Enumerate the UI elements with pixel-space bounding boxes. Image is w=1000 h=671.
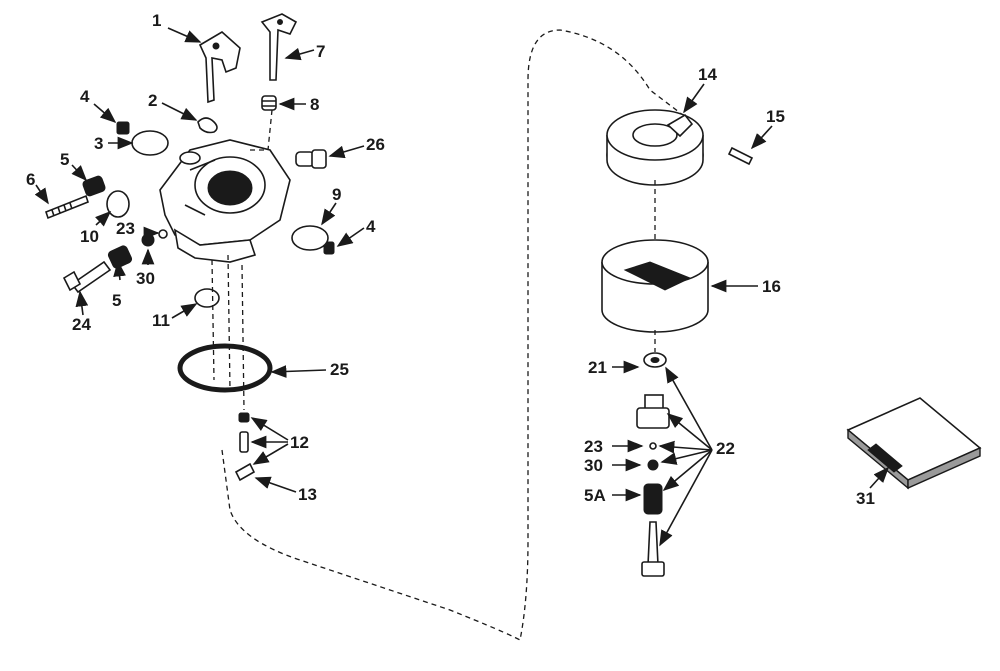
callout-5-top: 5: [60, 150, 69, 169]
float-bowl-part: [601, 239, 709, 333]
callout-10: 10: [80, 227, 99, 246]
choke-plate-screw-part: [323, 241, 335, 255]
callout-13: 13: [298, 485, 317, 504]
main-adjust-screw-part: [62, 260, 112, 294]
throttle-plate-part: [131, 130, 169, 156]
callout-15: 15: [766, 107, 785, 126]
float-pin-part: [727, 146, 754, 166]
callout-4-right: 4: [366, 217, 376, 236]
callout-11: 11: [152, 311, 170, 330]
bowl-nut-part: [636, 394, 670, 429]
idle-spring-part: [82, 175, 106, 197]
callout-4-left: 4: [80, 87, 90, 106]
oring-30-part: [141, 233, 155, 247]
bowl-gasket-part: [177, 343, 273, 393]
main-spring-part: [107, 245, 133, 269]
fuel-fitting-part: [295, 149, 327, 169]
axis-line: [250, 109, 273, 151]
carburetor-body-part: [159, 139, 291, 263]
washer-23-part: [158, 229, 168, 239]
choke-shaft-part: [260, 13, 298, 81]
callout-5-bottom: 5: [112, 291, 121, 310]
callout-8: 8: [310, 95, 319, 114]
callout-31: 31: [856, 489, 875, 508]
inlet-needle-part: [238, 412, 250, 453]
axis-line: [211, 254, 245, 411]
oring-30-right-part: [647, 459, 659, 471]
callout-14: 14: [698, 65, 717, 84]
washer-23-right-part: [649, 442, 657, 450]
float-part: [606, 109, 704, 186]
callout-21: 21: [588, 358, 607, 377]
throttle-plate-screw-part: [116, 121, 130, 135]
choke-spring-part: [261, 95, 277, 111]
needle-clip-part: [234, 462, 256, 482]
choke-plate-part: [291, 225, 329, 251]
callout-30-right: 30: [584, 456, 603, 475]
welch-plug-part: [106, 190, 130, 218]
callout-30-left: 30: [136, 269, 155, 288]
throttle-lever-part: [198, 31, 241, 104]
callout-7: 7: [316, 42, 325, 61]
assembly-dash-line: [221, 29, 701, 641]
callout-23-right: 23: [584, 437, 603, 456]
washer-hole: [650, 357, 660, 363]
callout-1: 1: [152, 11, 161, 30]
callout-22: 22: [716, 439, 735, 458]
callout-9: 9: [332, 185, 341, 204]
leader-lines: [34, 27, 890, 547]
callout-23-left: 23: [116, 219, 135, 238]
plug-11-part: [194, 288, 220, 308]
callout-6: 6: [26, 170, 35, 189]
callout-26: 26: [366, 135, 385, 154]
callout-24: 24: [72, 315, 91, 334]
callout-12: 12: [290, 433, 309, 452]
high-speed-needle-part: [641, 521, 665, 577]
idle-screw-part: [45, 194, 89, 220]
callout-16: 16: [762, 277, 781, 296]
callout-25: 25: [330, 360, 349, 379]
spring-5a-part: [643, 483, 663, 515]
repair-kit-box-part: [846, 397, 982, 490]
callout-3: 3: [94, 134, 103, 153]
throttle-spring-part: [197, 117, 218, 134]
callout-5a: 5A: [584, 486, 606, 505]
callout-2: 2: [148, 91, 157, 110]
